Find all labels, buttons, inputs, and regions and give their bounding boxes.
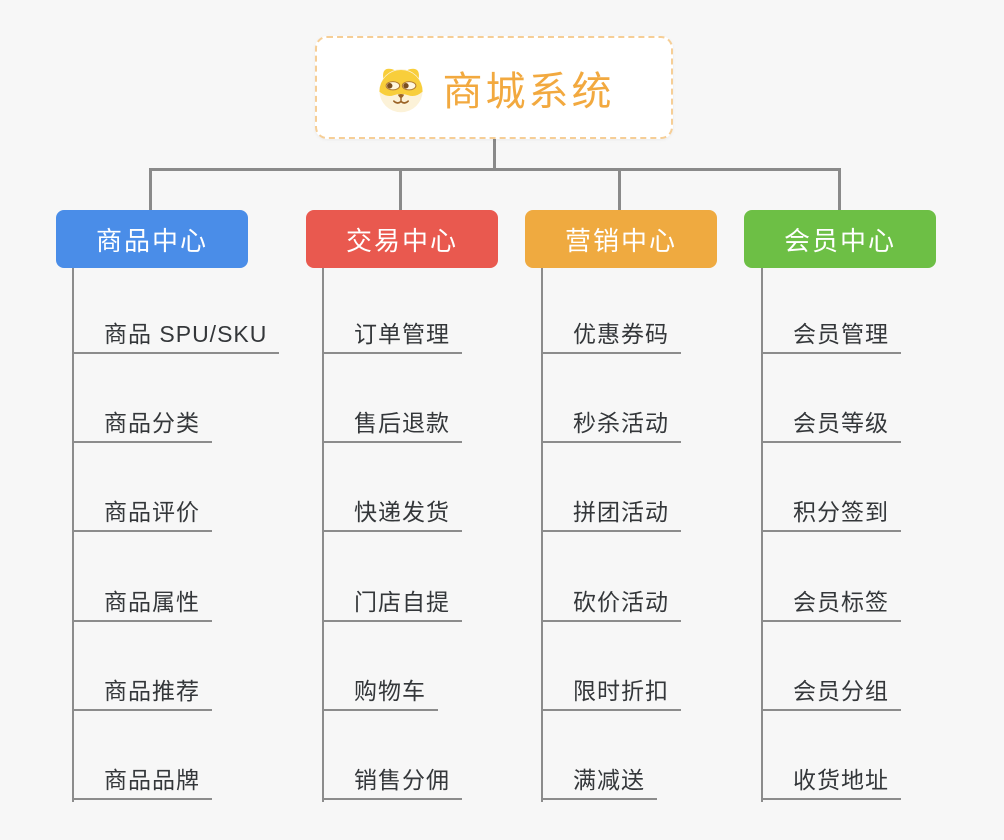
branch-label: 营销中心 — [564, 225, 677, 256]
branch-column-member-center: 会员管理 会员等级 积分签到 会员标签 会员分组 收货地址 — [761, 268, 1001, 808]
leaf-bargain-activity[interactable]: 砍价活动 — [541, 584, 681, 622]
leaf-member-group[interactable]: 会员分组 — [761, 673, 901, 711]
leaf-sales-commission[interactable]: 销售分佣 — [322, 762, 462, 800]
leaf-flash-sale[interactable]: 秒杀活动 — [541, 405, 681, 443]
branch-trunk-line — [72, 268, 74, 802]
dog-face-icon — [378, 68, 423, 112]
leaf-full-reduction[interactable]: 满减送 — [541, 762, 657, 800]
leaf-limited-time-discount[interactable]: 限时折扣 — [541, 673, 681, 711]
connector-root-stub — [493, 138, 496, 171]
leaf-member-management[interactable]: 会员管理 — [761, 316, 901, 354]
branch-header-product-center[interactable]: 商品中心 — [56, 210, 248, 268]
leaf-shipping-address[interactable]: 收货地址 — [761, 762, 901, 800]
leaf-product-category[interactable]: 商品分类 — [72, 405, 212, 443]
branch-header-trade-center[interactable]: 交易中心 — [306, 210, 498, 268]
leaf-product-attribute[interactable]: 商品属性 — [72, 584, 212, 622]
branch-label: 交易中心 — [345, 225, 458, 256]
connector-drop-marketing-center — [618, 168, 621, 212]
leaf-store-pickup[interactable]: 门店自提 — [322, 584, 462, 622]
leaf-member-level[interactable]: 会员等级 — [761, 405, 901, 443]
leaf-member-tag[interactable]: 会员标签 — [761, 584, 901, 622]
root-node-title: 商城系统 — [442, 69, 615, 114]
leaf-express-delivery[interactable]: 快递发货 — [322, 494, 462, 532]
branch-header-member-center[interactable]: 会员中心 — [744, 210, 936, 268]
leaf-coupon-code[interactable]: 优惠券码 — [541, 316, 681, 354]
branch-label: 会员中心 — [783, 225, 896, 256]
connector-drop-trade-center — [399, 168, 402, 212]
leaf-points-checkin[interactable]: 积分签到 — [761, 494, 901, 532]
leaf-order-management[interactable]: 订单管理 — [322, 316, 462, 354]
branch-trunk-line — [322, 268, 324, 802]
branch-trunk-line — [541, 268, 543, 802]
leaf-group-buying[interactable]: 拼团活动 — [541, 494, 681, 532]
connector-horizontal — [149, 168, 841, 171]
branch-column-marketing-center: 优惠券码 秒杀活动 拼团活动 砍价活动 限时折扣 满减送 — [541, 268, 781, 808]
connector-drop-member-center — [838, 168, 841, 212]
connector-drop-product-center — [149, 168, 152, 212]
leaf-product-review[interactable]: 商品评价 — [72, 494, 212, 532]
branch-trunk-line — [761, 268, 763, 802]
leaf-product-spu-sku[interactable]: 商品 SPU/SKU — [72, 316, 280, 354]
branch-column-trade-center: 订单管理 售后退款 快递发货 门店自提 购物车 销售分佣 — [322, 268, 562, 808]
branch-column-product-center: 商品 SPU/SKU 商品分类 商品评价 商品属性 商品推荐 商品品牌 — [72, 268, 312, 808]
leaf-product-brand[interactable]: 商品品牌 — [72, 762, 212, 800]
branch-header-marketing-center[interactable]: 营销中心 — [525, 210, 717, 268]
root-node-mall-system[interactable]: 商城系统 — [315, 36, 673, 139]
leaf-product-recommend[interactable]: 商品推荐 — [72, 673, 212, 711]
leaf-shopping-cart[interactable]: 购物车 — [322, 673, 438, 711]
leaf-after-sale-refund[interactable]: 售后退款 — [322, 405, 462, 443]
branch-label: 商品中心 — [95, 225, 208, 256]
